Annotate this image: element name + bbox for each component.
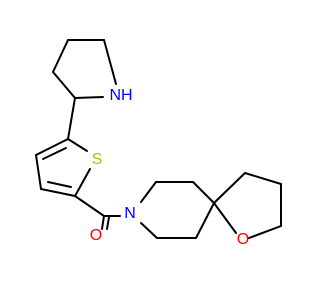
- bond: [74, 96, 104, 99]
- bond: [140, 181, 157, 203]
- bond: [52, 39, 69, 73]
- molecule-diagram: NH S O N O: [35, 39, 282, 248]
- atom-label-o-carbonyl: O: [90, 227, 102, 244]
- bond: [74, 168, 91, 197]
- bond: [248, 225, 282, 239]
- bond: [35, 138, 69, 156]
- bond: [67, 138, 88, 152]
- bond: [103, 39, 117, 85]
- atom-label-nh: NH: [109, 87, 132, 104]
- bond: [192, 181, 215, 204]
- bond: [74, 195, 105, 217]
- bond: [40, 188, 76, 197]
- bond: [67, 97, 76, 140]
- atom-label-s: S: [92, 151, 103, 168]
- bond: [47, 181, 72, 188]
- bond: [52, 71, 76, 99]
- bond: [140, 222, 158, 239]
- bond: [244, 172, 282, 185]
- atom-label-o-ring: O: [237, 231, 249, 248]
- atom-label-n-amide: N: [124, 205, 136, 222]
- bond: [213, 172, 246, 204]
- bond: [35, 154, 42, 190]
- bond: [106, 216, 110, 230]
- bond: [195, 202, 215, 239]
- bond: [42, 147, 67, 160]
- bond: [101, 215, 105, 230]
- bond: [213, 202, 237, 234]
- structure-canvas: NH S O N O: [35, 39, 282, 249]
